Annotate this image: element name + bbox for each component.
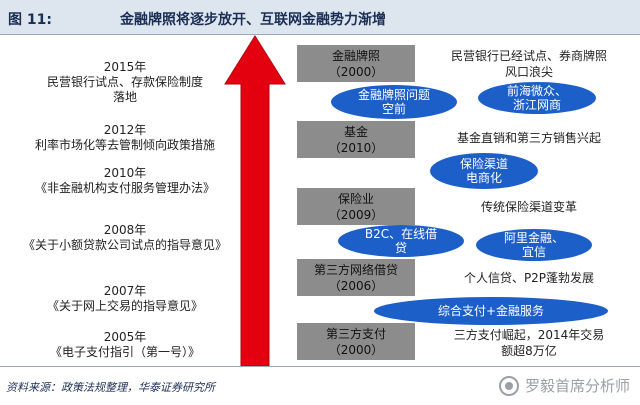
source-note: 资料来源：政策法规整理，华泰证券研究所 bbox=[6, 381, 215, 394]
license-box: 保险业 （2009） bbox=[297, 188, 415, 225]
timeline-text: 《关于网上交易的指导意见》 bbox=[46, 299, 203, 313]
license-description: 传统保险渠道变革 bbox=[480, 200, 577, 214]
timeline-item: 2010年 《非金融机构支付服务管理办法》 bbox=[4, 166, 246, 196]
timeline-year: 2010年 bbox=[103, 166, 147, 180]
timeline-text: 利率市场化等去管制倾向政策措施 bbox=[34, 138, 215, 152]
box-year: （2000） bbox=[328, 343, 384, 357]
timeline-text: 《关于小额贷款公司试点的指导意见》 bbox=[22, 238, 227, 252]
upward-arrow bbox=[223, 34, 287, 367]
license-box: 第三方网络借贷 （2006） bbox=[297, 259, 415, 296]
trend-bubble: B2C、在线借 贷 bbox=[338, 225, 464, 257]
license-description: 个人信贷、P2P蓬勃发展 bbox=[463, 271, 595, 285]
timeline-item: 2007年 《关于网上交易的指导意见》 bbox=[4, 284, 246, 314]
timeline-item: 2005年 《电子支付指引（第一号）》 bbox=[4, 330, 246, 360]
timeline-item: 2008年 《关于小额贷款公司试点的指导意见》 bbox=[4, 223, 246, 253]
watermark-text: 罗毅首席分析师 bbox=[524, 377, 630, 395]
trend-bubble: 保险渠道 电商化 bbox=[430, 153, 538, 189]
timeline-text: 《非金融机构支付服务管理办法》 bbox=[34, 181, 215, 195]
license-box: 金融牌照 （2000） bbox=[297, 45, 415, 82]
trend-bubble: 阿里金融、 宜信 bbox=[476, 229, 592, 261]
timeline-year: 2007年 bbox=[103, 284, 147, 298]
figure-title: 金融牌照将逐步放开、互联网金融势力渐增 bbox=[120, 12, 386, 28]
trend-bubble: 金融牌照问题 空前 bbox=[331, 85, 457, 119]
watermark: 罗毅首席分析师 bbox=[498, 375, 630, 396]
box-year: （2006） bbox=[328, 279, 384, 293]
figure-number: 图 11: bbox=[8, 12, 52, 28]
box-label: 基金 bbox=[343, 125, 368, 139]
timeline-year: 2005年 bbox=[103, 330, 147, 344]
arrow-icon bbox=[224, 35, 286, 367]
license-description: 基金直销和第三方销售兴起 bbox=[456, 131, 601, 145]
figure-footer: 资料来源：政策法规整理，华泰证券研究所 罗毅首席分析师 bbox=[0, 366, 640, 405]
timeline-year: 2012年 bbox=[103, 123, 147, 137]
box-year: （2000） bbox=[328, 65, 384, 79]
box-year: （2009） bbox=[328, 208, 384, 222]
timeline-item: 2015年 民营银行试点、存款保险制度 落地 bbox=[4, 60, 246, 105]
box-label: 金融牌照 bbox=[331, 49, 380, 63]
license-box: 基金 （2010） bbox=[297, 121, 415, 158]
figure-header: 图 11: 金融牌照将逐步放开、互联网金融势力渐增 bbox=[0, 0, 640, 35]
timeline-year: 2008年 bbox=[103, 223, 147, 237]
box-label: 保险业 bbox=[337, 192, 374, 206]
timeline-year: 2015年 bbox=[103, 60, 147, 74]
license-description: 三方支付崛起，2014年交易 额超8万亿 bbox=[453, 328, 605, 358]
box-year: （2010） bbox=[328, 141, 384, 155]
trend-bubble: 综合支付+金融服务 bbox=[374, 297, 608, 325]
license-description: 民营银行已经试点、券商牌照 风口浪尖 bbox=[450, 49, 607, 79]
trend-bubble: 前海微众、 浙江网商 bbox=[478, 82, 596, 114]
box-label: 第三方网络借贷 bbox=[313, 263, 398, 277]
wechat-icon bbox=[498, 375, 519, 396]
timeline-text: 民营银行试点、存款保险制度 落地 bbox=[46, 75, 203, 104]
timeline-text: 《电子支付指引（第一号）》 bbox=[49, 345, 200, 359]
license-box: 第三方支付 （2000） bbox=[297, 323, 415, 360]
policy-timeline: 2015年 民营银行试点、存款保险制度 落地 2012年 利率市场化等去管制倾向… bbox=[0, 36, 250, 366]
box-label: 第三方支付 bbox=[325, 327, 386, 341]
timeline-item: 2012年 利率市场化等去管制倾向政策措施 bbox=[4, 123, 246, 153]
